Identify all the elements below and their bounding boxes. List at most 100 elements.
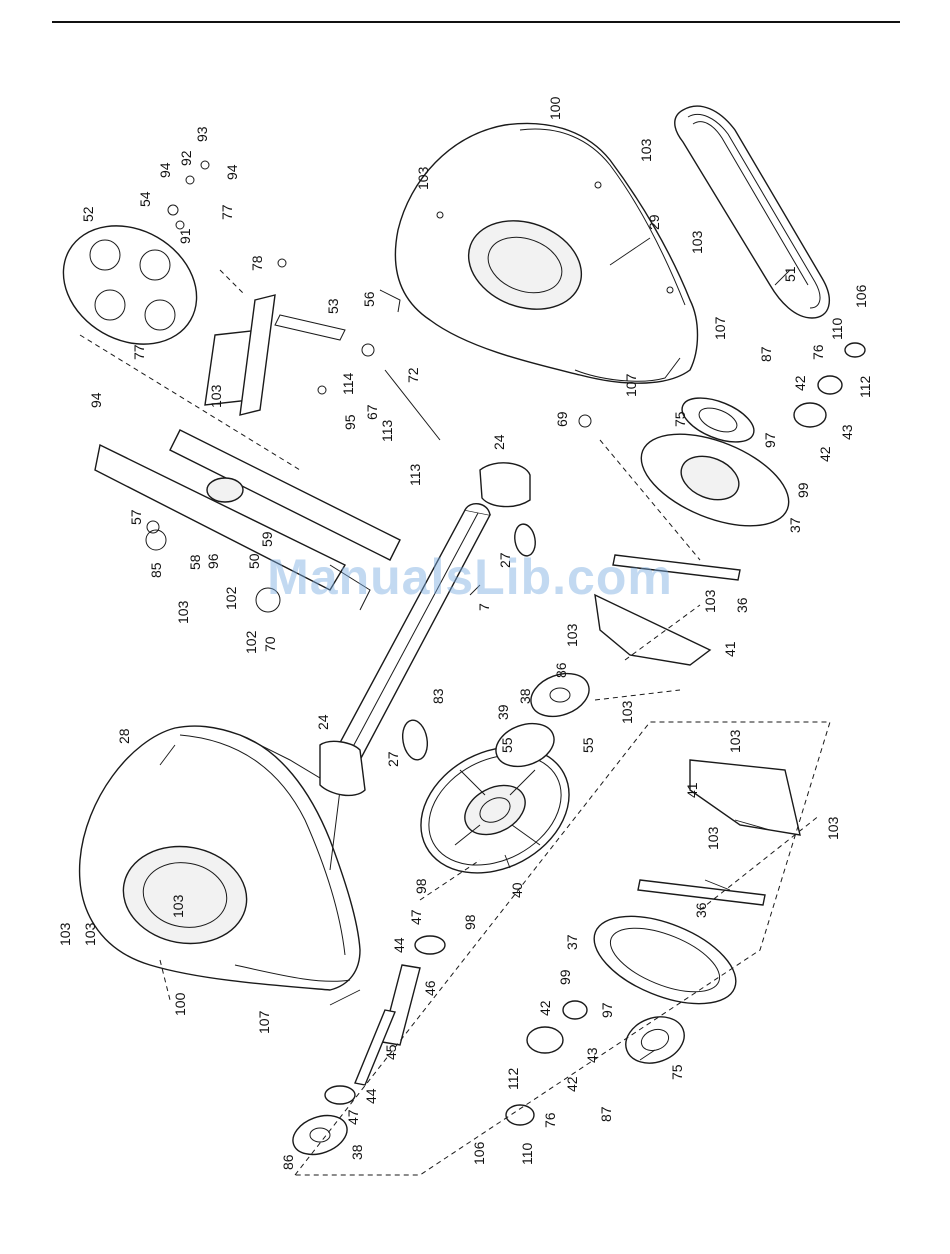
part-label: 83	[430, 688, 446, 704]
part-label: 76	[810, 344, 826, 360]
part-label: 28	[116, 728, 132, 744]
part-label: 103	[82, 922, 98, 946]
drive-belt-part	[674, 105, 830, 319]
small-hardware-part	[145, 160, 592, 613]
part-label: 102	[243, 630, 259, 654]
pulleys-part	[319, 462, 536, 797]
part-label: 7	[476, 603, 492, 611]
brackets-part	[594, 593, 801, 836]
leader-lines	[159, 237, 791, 1061]
part-label: 92	[178, 150, 194, 166]
part-label: 46	[422, 980, 438, 996]
part-label: 100	[547, 96, 563, 120]
crank-disc-cover-top	[640, 397, 790, 527]
part-label: 96	[205, 553, 221, 569]
part-label: 42	[817, 446, 833, 462]
part-label: 98	[462, 914, 478, 930]
part-label: 41	[684, 782, 700, 798]
part-label: 107	[623, 373, 639, 397]
part-label: 75	[672, 411, 688, 427]
part-label: 103	[415, 166, 431, 190]
part-label: 103	[170, 894, 186, 918]
part-label: 114	[340, 372, 356, 395]
part-label: 37	[564, 934, 580, 950]
part-label: 97	[599, 1002, 615, 1018]
part-label: 78	[249, 255, 265, 271]
part-label: 106	[471, 1141, 487, 1165]
part-label: 103	[564, 623, 580, 647]
part-label: 59	[259, 531, 275, 547]
part-label: 76	[542, 1112, 558, 1128]
part-label: 36	[693, 902, 709, 918]
part-label: 47	[408, 909, 424, 925]
part-label: 94	[157, 162, 173, 178]
part-label: 37	[787, 517, 803, 533]
part-label: 44	[363, 1088, 379, 1104]
assembly-dashed-lines	[79, 269, 831, 1176]
part-label: 75	[669, 1064, 685, 1080]
part-label: 86	[280, 1154, 296, 1170]
part-label: 113	[379, 419, 395, 442]
part-label: 94	[88, 392, 104, 408]
crank-shaft-part	[324, 935, 446, 1105]
part-label: 70	[262, 636, 278, 652]
part-label: 38	[517, 688, 533, 704]
part-label: 42	[537, 1000, 553, 1016]
part-label: 99	[795, 482, 811, 498]
part-label: 107	[712, 316, 728, 340]
part-label: 55	[499, 737, 515, 753]
part-label: 77	[131, 344, 147, 360]
part-label: 36	[734, 597, 750, 613]
part-label: 56	[361, 291, 377, 307]
part-label: 113	[407, 463, 423, 486]
part-label: 103	[638, 138, 654, 162]
part-label: 103	[825, 816, 841, 840]
part-label: 95	[342, 414, 358, 430]
part-label: 87	[758, 346, 774, 362]
part-label: 103	[705, 826, 721, 850]
part-label: 50	[246, 553, 262, 569]
flywheel-part	[420, 746, 570, 874]
part-label: 67	[364, 404, 380, 420]
part-label: 29	[646, 214, 662, 230]
part-label: 40	[509, 882, 525, 898]
part-label: 77	[219, 204, 235, 220]
crank-disc-cover-bottom	[593, 915, 737, 1064]
part-label: 53	[325, 298, 341, 314]
part-label: 103	[702, 589, 718, 613]
part-label: 87	[598, 1106, 614, 1122]
part-label: 52	[80, 206, 96, 222]
part-label: 51	[782, 266, 798, 282]
part-number-labels: 100 103 103 29 103 51 106 110 76 112 42 …	[57, 96, 873, 1170]
part-label: 100	[172, 992, 188, 1016]
part-label: 72	[405, 367, 421, 383]
part-label: 106	[853, 284, 869, 308]
part-label: 39	[495, 704, 511, 720]
part-label: 38	[349, 1144, 365, 1160]
part-label: 27	[497, 552, 513, 568]
part-label: 99	[557, 969, 573, 985]
part-label: 24	[491, 434, 507, 450]
part-label: 42	[564, 1076, 580, 1092]
part-label: 57	[128, 509, 144, 525]
part-label: 103	[57, 922, 73, 946]
part-label: 103	[175, 600, 191, 624]
part-label: 112	[505, 1067, 521, 1090]
left-shield-part	[78, 725, 361, 991]
part-label: 41	[722, 641, 738, 657]
crank-arms-part	[612, 554, 766, 906]
hub-assemblies-part	[292, 342, 866, 1156]
part-label: 103	[208, 384, 224, 408]
part-label: 110	[519, 1142, 535, 1165]
part-label: 45	[383, 1044, 399, 1060]
part-label: 103	[689, 230, 705, 254]
part-label: 58	[187, 554, 203, 570]
part-label: 24	[315, 714, 331, 730]
part-label: 112	[857, 375, 873, 398]
part-label: 103	[727, 729, 743, 753]
part-label: 85	[148, 562, 164, 578]
right-shield-part	[394, 122, 699, 384]
part-label: 91	[177, 228, 193, 244]
part-label: 98	[413, 878, 429, 894]
